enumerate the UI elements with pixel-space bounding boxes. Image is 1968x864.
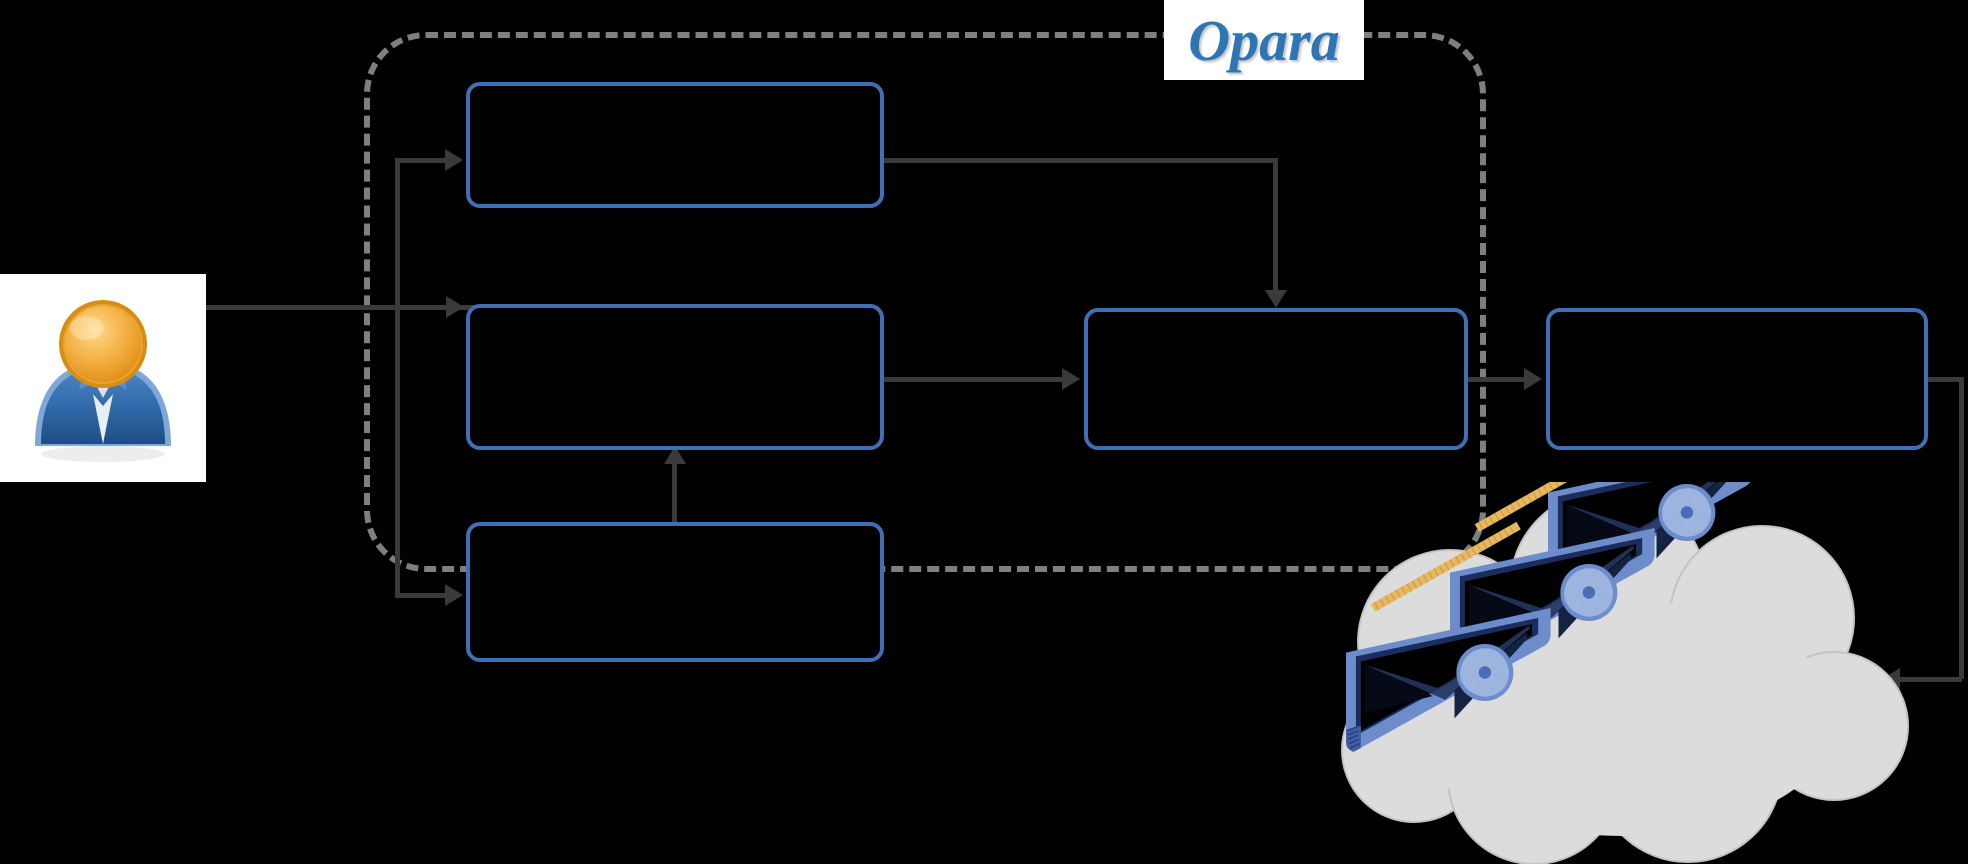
connector-user-to-branch [206,305,496,310]
connector-branch-to-scheduler [395,158,445,163]
connector-runtime-to-backend [1468,377,1526,382]
module-label-scheduler [470,86,880,204]
arrowhead-profiler-to-executor [664,446,686,464]
connector-profiler-to-executor [672,462,677,524]
module-label-runtime [1088,312,1464,446]
connector-backend-to-gpu-v [1959,377,1964,679]
module-label-profiler [470,526,880,658]
module-box-executor[interactable] [466,304,884,450]
gpu-cloud-icon [1341,482,1909,864]
title-plaque: Opara [1164,0,1364,80]
page-title: Opara [1188,7,1340,73]
connector-executor-to-runtime [884,377,1062,382]
user-icon [35,300,171,462]
module-label-executor [470,308,880,446]
module-box-profiler[interactable] [466,522,884,662]
connector-backend-to-gpu-h2 [1898,677,1962,682]
connector-branch-to-profiler [395,593,445,598]
connector-scheduler-to-runtime-v [1273,158,1278,292]
module-box-runtime[interactable] [1084,308,1468,450]
arrowhead-to-profiler [445,584,463,606]
system-boundary [364,32,1486,572]
arrowhead-scheduler-to-runtime [1265,290,1287,308]
arrowhead-to-executor [446,296,464,318]
connector-scheduler-to-runtime-h [884,158,1278,163]
user-actor [0,274,206,482]
arrowhead-runtime-to-backend [1524,368,1542,390]
arrowhead-to-scheduler [445,149,463,171]
arrowhead-executor-to-runtime [1062,368,1080,390]
connector-branch-bus [395,158,400,598]
module-box-scheduler[interactable] [466,82,884,208]
module-label-backend [1550,312,1924,446]
connector-backend-to-gpu-h1 [1928,377,1964,382]
module-box-backend[interactable] [1546,308,1928,450]
